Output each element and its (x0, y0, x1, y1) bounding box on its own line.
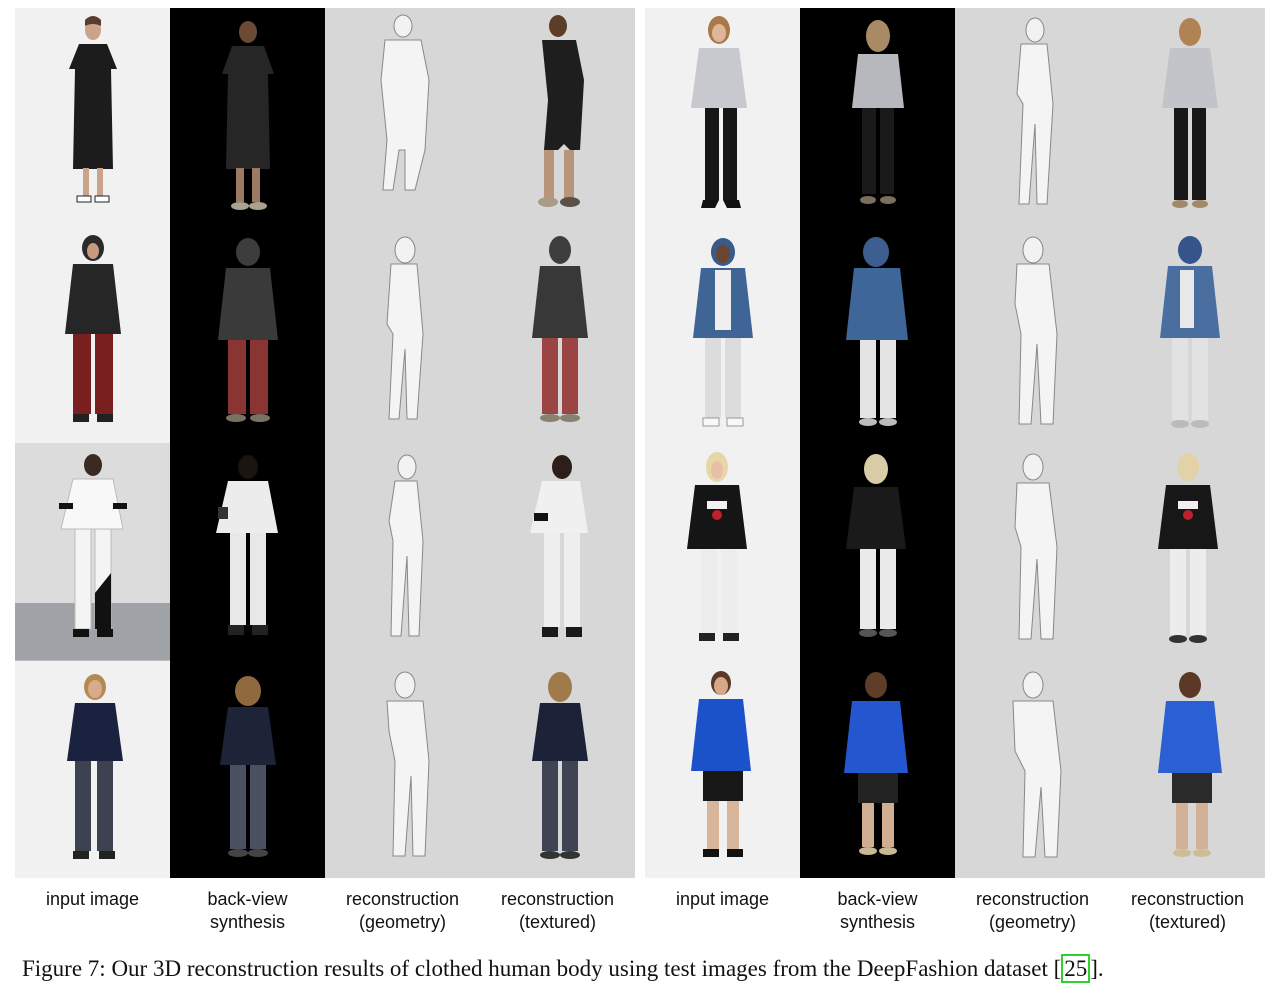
textured-render-blue-hoodie (1110, 225, 1265, 443)
input-image-navy-top (15, 660, 170, 878)
geometry-render-royal-blue-hoodie (955, 660, 1110, 878)
figure-caption: Figure 7: Our 3D reconstruction results … (22, 954, 1272, 983)
textured-render-heat-hoodie (1110, 443, 1265, 661)
back-view-royal-blue-hoodie (800, 660, 955, 878)
results-panel-left (15, 8, 635, 878)
back-view-hooded-jacket (170, 225, 325, 443)
back-view-blue-hoodie (800, 225, 955, 443)
input-image-royal-blue-hoodie (645, 660, 800, 878)
input-image-white-outfit (15, 443, 170, 661)
label-back-view-synthesis: back-view synthesis (207, 889, 288, 932)
geometry-render-hooded-jacket (325, 225, 480, 443)
back-view-black-dress (170, 8, 325, 226)
geometry-render-black-dress (325, 8, 480, 226)
back-view-patterned-blouse (800, 8, 955, 226)
label-reconstruction-textured: reconstruction (textured) (500, 889, 615, 932)
back-view-white-outfit (170, 443, 325, 661)
geometry-render-navy-top (325, 660, 480, 878)
input-image-hooded-jacket (15, 225, 170, 443)
geometry-render-heat-hoodie (955, 443, 1110, 661)
input-image-heat-hoodie (645, 443, 800, 661)
textured-render-patterned-blouse (1110, 8, 1265, 226)
textured-render-black-dress (480, 8, 635, 226)
label-back-view-synthesis: back-view synthesis (837, 889, 918, 932)
input-image-blue-hoodie (645, 225, 800, 443)
column-labels-left: input image back-view synthesis reconstr… (15, 888, 635, 948)
citation-link[interactable]: 25 (1061, 954, 1091, 983)
label-input-image: input image (675, 889, 770, 909)
results-panel-right (645, 8, 1265, 878)
back-view-navy-top (170, 660, 325, 878)
label-reconstruction-geometry: reconstruction (geometry) (975, 889, 1090, 932)
back-view-heat-hoodie (800, 443, 955, 661)
input-image-black-dress (15, 8, 170, 226)
textured-render-hooded-jacket (480, 225, 635, 443)
caption-text: Figure 7: Our 3D reconstruction results … (22, 956, 1062, 981)
label-input-image: input image (45, 889, 140, 909)
textured-render-royal-blue-hoodie (1110, 660, 1265, 878)
label-reconstruction-textured: reconstruction (textured) (1130, 889, 1245, 932)
column-labels-right: input image back-view synthesis reconstr… (645, 888, 1265, 948)
textured-render-white-outfit (480, 443, 635, 661)
caption-suffix: ]. (1090, 956, 1104, 981)
label-reconstruction-geometry: reconstruction (geometry) (345, 889, 460, 932)
geometry-render-white-outfit (325, 443, 480, 661)
geometry-render-blue-hoodie (955, 225, 1110, 443)
input-image-patterned-blouse (645, 8, 800, 226)
textured-render-navy-top (480, 660, 635, 878)
geometry-render-patterned-blouse (955, 8, 1110, 226)
